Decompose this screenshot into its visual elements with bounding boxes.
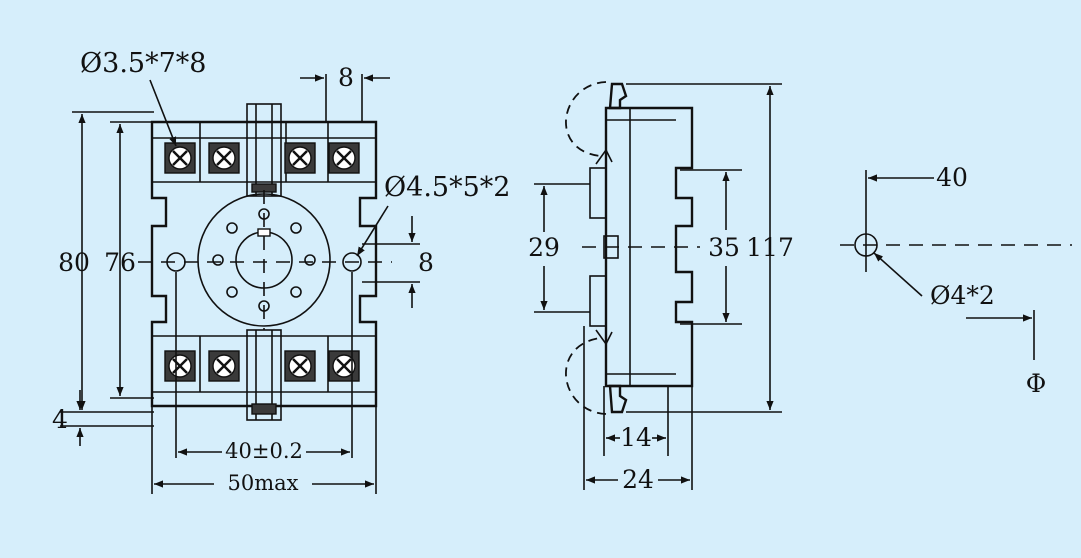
label-cutout-hole: Ø4*2 — [930, 281, 995, 310]
dim-pitch-top: 8 — [338, 63, 354, 92]
pin-holes — [212, 208, 316, 312]
dim-width-max: 50max — [228, 471, 299, 495]
cutout-view: 40 Ø4*2 Φ — [840, 163, 1072, 398]
terminal-screw-icon — [327, 349, 361, 383]
terminal-screw-icon — [283, 141, 317, 175]
dim-overall-height: 117 — [746, 233, 794, 262]
terminal-screw-icon — [163, 141, 197, 175]
dim-cutout-spacing: 40 — [936, 163, 968, 192]
socket-body-side — [604, 106, 694, 388]
dim-mount-spacing: 40±0.2 — [225, 439, 303, 463]
cutout-hole — [854, 233, 878, 257]
terminal-screw-icon — [207, 141, 241, 175]
dim-24: 24 — [622, 465, 654, 494]
latch-arc-bottom — [565, 337, 607, 415]
dim-14: 14 — [620, 423, 652, 452]
label-hole-spec: Ø3.5*7*8 — [80, 48, 206, 79]
terminal-screw-icon — [163, 349, 197, 383]
dim-height-inner: 76 — [104, 248, 136, 277]
terminal-screw-icon — [207, 349, 241, 383]
label-mount-hole: Ø4.5*5*2 — [384, 172, 510, 203]
mounting-hole — [342, 252, 362, 272]
dim-height-outer: 80 — [58, 248, 90, 277]
side-view: 117 35 29 14 24 — [528, 81, 794, 494]
dim-offset-bottom: 4 — [52, 405, 68, 434]
center-symbol: Φ — [1026, 369, 1047, 398]
front-view: 80 76 4 8 Ø3.5*7*8 Ø4.5*5*2 8 40±0.2 — [52, 48, 510, 495]
dim-35: 35 — [708, 233, 740, 262]
latch-arc-top — [565, 81, 607, 157]
terminal-screw-icon — [283, 349, 317, 383]
dim-mount-hole-height: 8 — [418, 248, 434, 277]
dim-29: 29 — [528, 233, 560, 262]
terminal-screw-icon — [327, 141, 361, 175]
